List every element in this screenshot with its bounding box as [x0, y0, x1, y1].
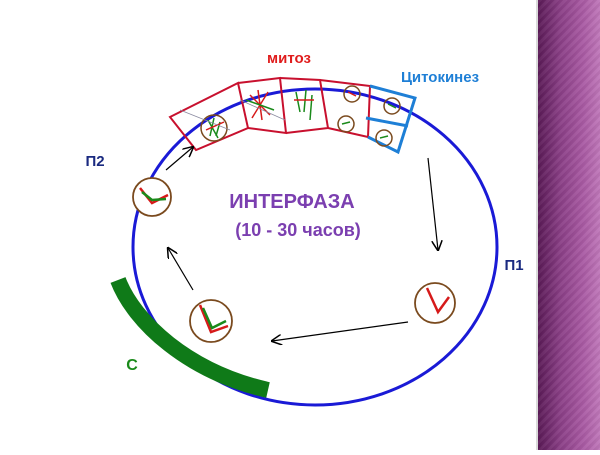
cytokinesis-label: Цитокинез	[401, 69, 479, 86]
mitosis-label: митоз	[267, 50, 311, 67]
mitosis-cells-icon	[168, 76, 372, 152]
interphase-duration: (10 - 30 часов)	[235, 220, 361, 240]
chromosome-cell-icon-g1	[414, 282, 456, 324]
s-label: С	[126, 357, 138, 374]
interphase-title: ИНТЕРФАЗА	[229, 191, 354, 213]
arrow-icon-s-to-g2	[168, 248, 194, 291]
chromosome-cell-icon-s	[189, 299, 233, 343]
chromosome-cell-icon-g2	[132, 177, 172, 217]
arrow-icon-mitosis-to-g1	[427, 157, 438, 250]
s-phase-arc	[110, 276, 270, 398]
cytokinesis-cells-icon	[365, 84, 417, 155]
cell-cycle-diagram: митоз Цитокинез П2 П1 С ИНТЕРФАЗА (10 - …	[85, 50, 524, 407]
arrow-icon-g2-to-mitosis	[165, 147, 193, 171]
cell-cycle-ring	[131, 87, 499, 407]
arrow-icon-g1-to-s	[272, 321, 409, 341]
g2-label: П2	[85, 153, 104, 170]
g1-label: П1	[504, 257, 523, 274]
decorative-side-band	[536, 0, 600, 450]
